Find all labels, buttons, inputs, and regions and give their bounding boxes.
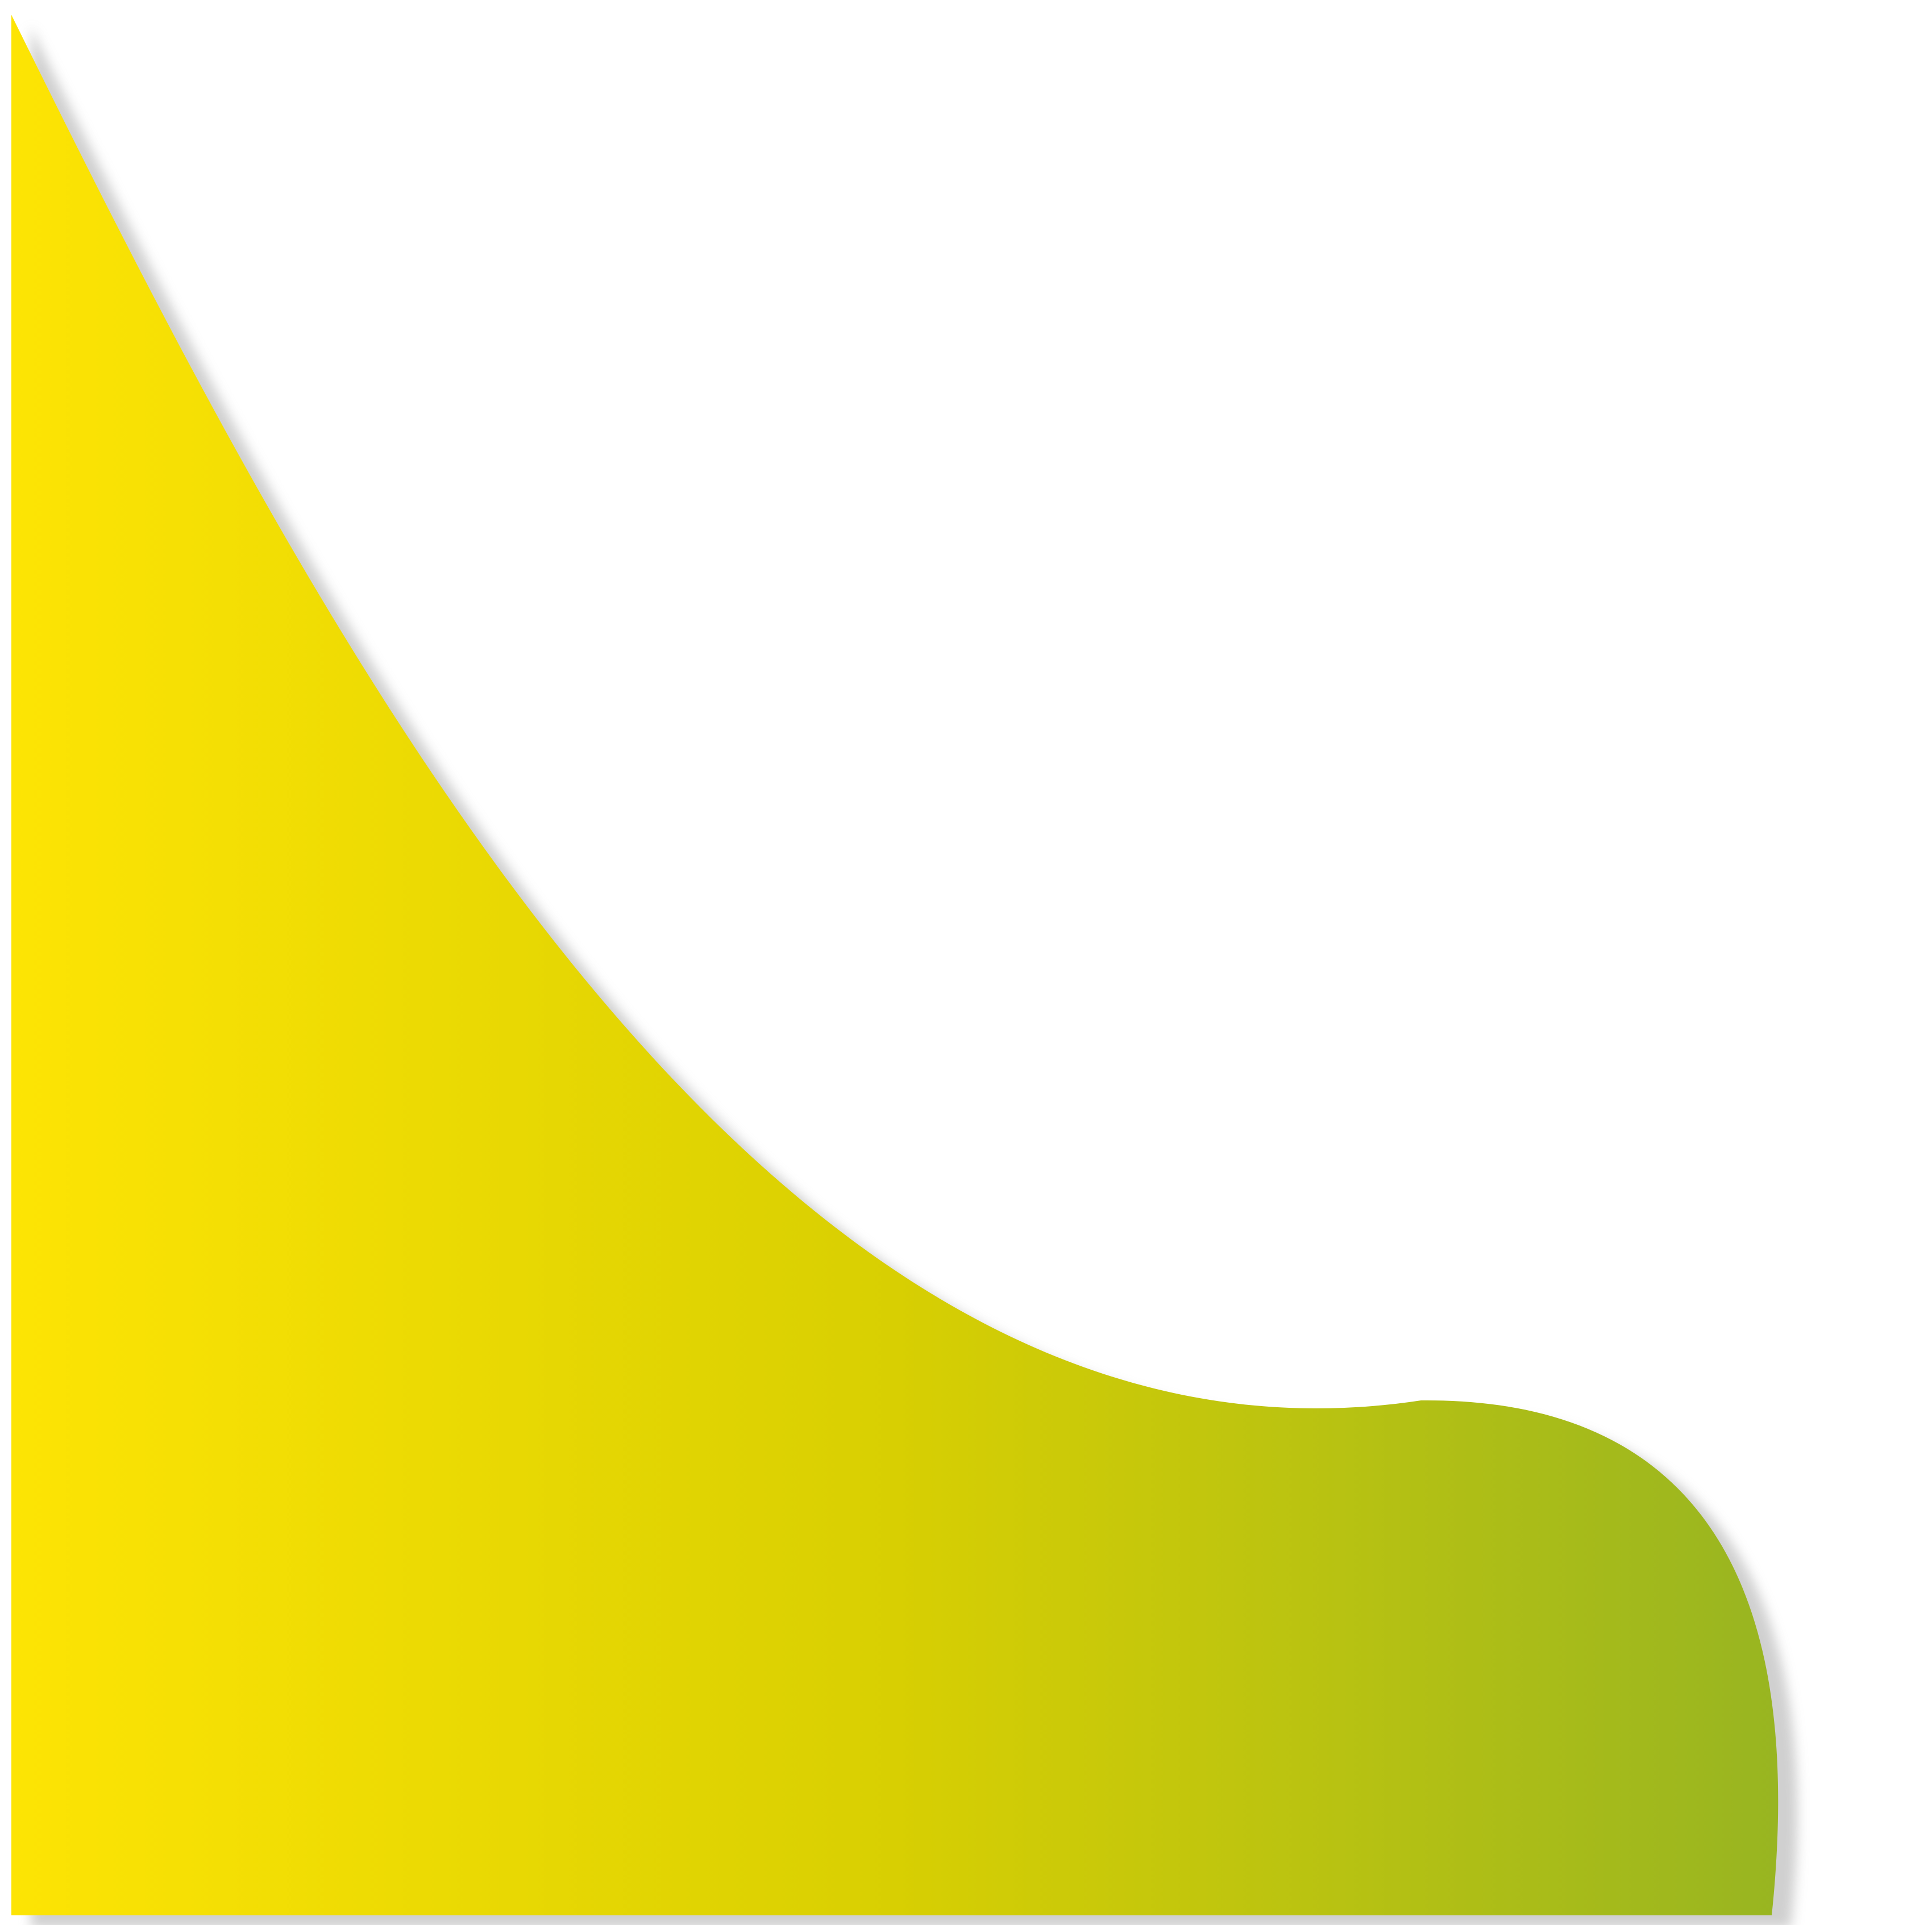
curved-gradient-shape (11, 15, 1779, 1915)
